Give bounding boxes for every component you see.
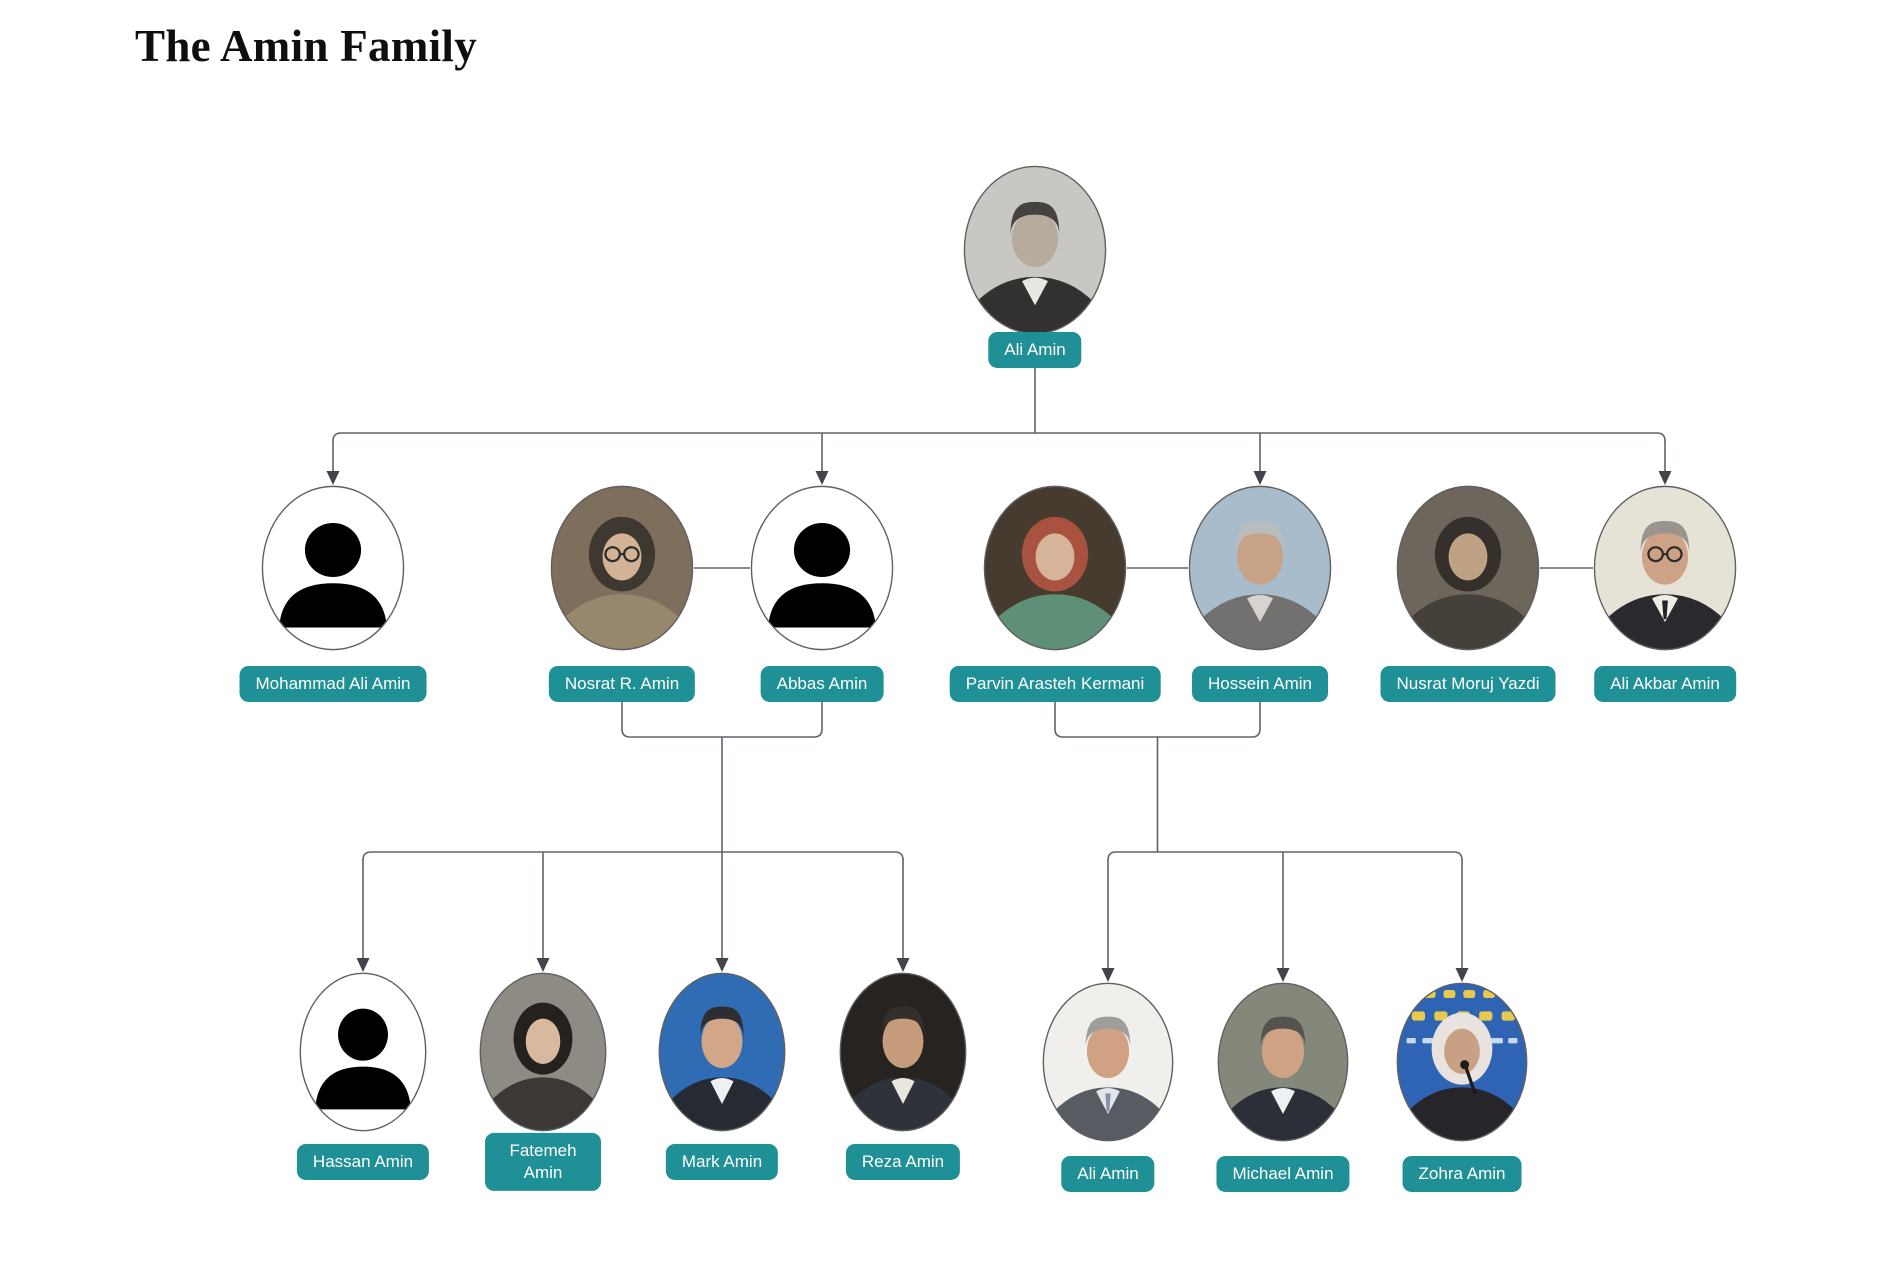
person-photo[interactable] <box>983 485 1127 651</box>
person-photo[interactable] <box>1593 485 1737 651</box>
person-photo[interactable] <box>550 485 694 651</box>
person-label[interactable]: Zohra Amin <box>1402 1155 1522 1193</box>
person-label[interactable]: Ali Amin <box>1061 1155 1155 1193</box>
person-label[interactable]: Michael Amin <box>1216 1155 1350 1193</box>
person-label[interactable]: Mark Amin <box>665 1143 779 1181</box>
person-label[interactable]: Ali Amin <box>988 331 1082 369</box>
person-photo[interactable] <box>479 972 607 1132</box>
person-label[interactable]: Reza Amin <box>845 1143 961 1181</box>
person-photo[interactable] <box>1396 485 1540 651</box>
person-label[interactable]: Nosrat R. Amin <box>548 665 696 703</box>
person-photo[interactable] <box>1396 982 1528 1142</box>
person-label[interactable]: Ali Akbar Amin <box>1594 665 1736 703</box>
person-label[interactable]: Fatemeh Amin <box>485 1132 601 1192</box>
person-photo[interactable] <box>299 972 427 1132</box>
person-photo[interactable] <box>1217 982 1349 1142</box>
person-label[interactable]: Nusrat Moruj Yazdi <box>1380 665 1556 703</box>
person-photo[interactable] <box>1042 982 1174 1142</box>
person-photo[interactable] <box>750 485 894 651</box>
person-photo[interactable] <box>261 485 405 651</box>
person-label[interactable]: Abbas Amin <box>760 665 884 703</box>
person-photo[interactable] <box>963 165 1107 335</box>
person-label[interactable]: Mohammad Ali Amin <box>239 665 427 703</box>
person-label[interactable]: Parvin Arasteh Kermani <box>949 665 1161 703</box>
person-photo[interactable] <box>1188 485 1332 651</box>
person-label[interactable]: Hossein Amin <box>1192 665 1328 703</box>
person-photo[interactable] <box>658 972 786 1132</box>
person-photo[interactable] <box>839 972 967 1132</box>
person-label[interactable]: Hassan Amin <box>296 1143 430 1181</box>
page-title: The Amin Family <box>135 21 478 71</box>
